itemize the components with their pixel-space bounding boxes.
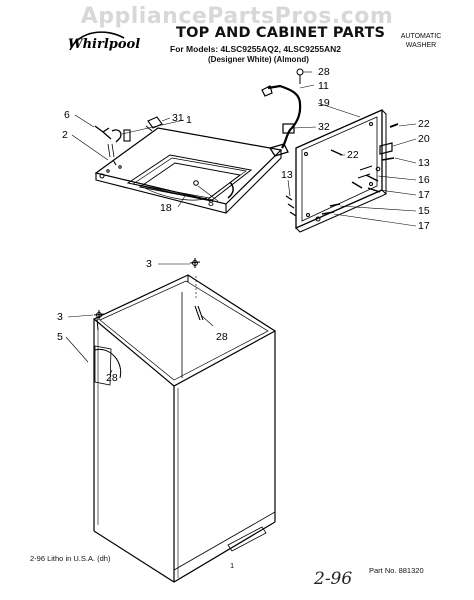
page-title: TOP AND CABINET PARTS [176,25,386,41]
brand-logo: Whirlpool [68,37,141,52]
callout-32: 32 [318,121,330,133]
callout-13-right: 13 [418,157,430,169]
callout-20: 20 [418,133,430,145]
callout-31: 31 [172,112,184,124]
callout-13-left: 13 [281,169,293,181]
hinge-parts [94,116,163,166]
callout-2: 2 [62,129,68,141]
callout-18: 18 [160,202,172,214]
callout-22-panel: 22 [347,149,359,161]
variants-line: (Designer White) (Almond) [208,55,309,64]
part-number: Part No. 881320 [369,566,424,575]
callout-11: 11 [318,80,329,92]
product-type-line2: WASHER [405,42,437,49]
callout-28-side-label: 28 [106,372,118,384]
callout-15: 15 [418,205,430,217]
page-number: 1 [230,561,235,570]
callout-8: 8 [208,197,214,209]
handwritten-note: 2-96 [314,569,353,589]
callout-28-cabinet: 28 [216,331,228,343]
label-part-28 [94,348,122,379]
leader-lines [65,71,417,376]
rear-panel-part-19 [295,109,387,233]
callout-28-harness-screw: 28 [318,66,330,78]
callout-16: 16 [418,174,430,186]
lid-switch-harness [261,68,304,157]
callout-19: 19 [318,97,330,109]
clip-part-28 [194,305,204,321]
print-info: 2-96 Litho in U.S.A. (dh) [30,554,111,563]
watermark: AppliancePartsPros.com [80,4,394,29]
callout-17-upper: 17 [418,189,430,201]
rear-panel-fasteners [285,123,399,222]
washer-cabinet [92,274,277,583]
whirlpool-logo-swoosh-icon [69,31,125,51]
callout-6: 6 [64,109,70,121]
product-type-line1: AUTOMATIC [400,33,442,40]
screw-part-8 [193,180,199,186]
screw-parts-3 [93,258,201,320]
callout-3-upper: 3 [146,258,152,270]
product-type: AUTOMATIC WASHER [391,32,451,50]
callout-5: 5 [57,331,63,343]
lid-part-18 [138,162,242,201]
callout-22-right: 22 [418,118,430,130]
screw-part-28 [296,68,304,76]
models-line: For Models: 4LSC9255AQ2, 4LSC9255AN2 [170,44,342,54]
callout-1: 1 [186,114,192,126]
callout-17-lower: 17 [418,220,430,232]
callout-3-lower: 3 [57,311,63,323]
